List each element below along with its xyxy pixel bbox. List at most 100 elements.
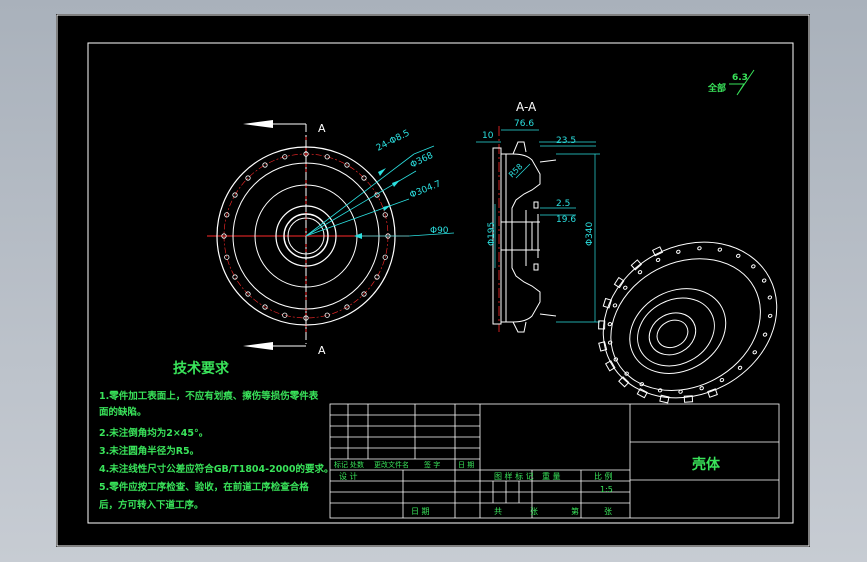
dim-d368: Φ368 <box>409 151 435 171</box>
revision-column-label: 处数 <box>350 461 364 469</box>
bolt-hole <box>282 312 288 318</box>
iso-hub-bore <box>656 319 689 349</box>
revision-column-label: 更改文件名 <box>374 461 409 469</box>
iso-bolt-hole <box>717 247 723 252</box>
dim-23-5: 23.5 <box>556 136 576 146</box>
iso-bolt-hole <box>657 388 663 393</box>
tech-requirement-line: 3.未注圆角半径为R5。 <box>99 446 200 457</box>
iso-bolt-hole <box>719 377 725 383</box>
sheet-unit-1: 张 <box>530 507 538 516</box>
iso-lug <box>707 388 718 398</box>
front-view: A A <box>207 120 455 357</box>
page-label: 第 <box>571 507 579 516</box>
front-leader-arrowheads <box>354 168 400 239</box>
dim-10: 10 <box>482 131 494 141</box>
bolt-hole <box>382 254 388 260</box>
iso-lug <box>659 394 670 404</box>
weight-label: 重 量 <box>542 472 561 481</box>
bolt-hole <box>224 212 230 218</box>
design-label: 设 计 <box>339 472 358 481</box>
dim-2-5: 2.5 <box>556 199 570 209</box>
drawing-canvas: 全部 6.3 <box>56 14 810 547</box>
iso-flange-inner <box>610 258 761 391</box>
front-hub-outer <box>275 205 337 267</box>
iso-back-rim <box>602 241 778 399</box>
bolt-hole <box>221 233 227 239</box>
iso-bolt-hole <box>613 357 619 362</box>
section-marker-top: A <box>318 122 326 135</box>
revision-column-label: 标记 <box>334 461 348 469</box>
dim-holes: 24-Φ8.5 <box>375 128 412 153</box>
iso-lugs <box>598 246 718 404</box>
iso-bolt-hole <box>624 371 629 376</box>
drawing-sheet: 全部 6.3 <box>56 14 810 547</box>
iso-lug <box>630 259 643 271</box>
front-hub-step <box>283 213 329 259</box>
bolt-hole <box>224 254 230 260</box>
iso-cup-inner <box>637 297 715 367</box>
iso-bolt-hole <box>607 322 613 327</box>
section-arrow-top: A <box>243 120 326 135</box>
iso-bolt-hole <box>623 285 628 290</box>
bolt-hole <box>324 312 330 318</box>
iso-bolt-hole <box>655 257 661 263</box>
dim-r58: R58 <box>507 162 525 180</box>
iso-bolt-hole <box>639 382 645 387</box>
part-name: 壳体 <box>692 457 720 473</box>
bolt-hole <box>303 315 309 321</box>
title-block <box>329 403 780 519</box>
iso-bolt-hole <box>637 270 643 275</box>
iso-bolt-hole <box>751 264 756 269</box>
stage-label: 图 样 标 记 <box>494 472 534 481</box>
date-label: 日 期 <box>411 507 430 516</box>
dim-d304: Φ304.7 <box>408 179 442 201</box>
isometric-view <box>598 241 778 404</box>
bolt-hole <box>245 291 251 297</box>
iso-bolt-hole <box>737 365 743 370</box>
iso-lug <box>602 297 612 309</box>
iso-bolt-hole <box>761 278 767 283</box>
iso-bolt-hole <box>699 386 704 391</box>
iso-bolt-hole <box>735 253 741 258</box>
iso-lug <box>604 360 616 372</box>
section-dimension-lines <box>476 129 600 323</box>
iso-lug <box>683 395 694 403</box>
bolt-hole <box>382 212 388 218</box>
tech-requirement-line: 1.零件加工表面上，不应有划痕、擦伤等损伤零件表 <box>99 391 319 402</box>
iso-bolt-holes <box>607 246 773 394</box>
tech-requirement-line: 5.零件应按工序检查、验收，在前道工序检查合格 <box>99 482 309 493</box>
dim-d90: Φ90 <box>430 226 449 236</box>
bolt-hole <box>361 175 367 181</box>
roughness-value: 6.3 <box>732 73 748 83</box>
front-hub-bore <box>287 217 325 255</box>
iso-lug <box>598 320 606 330</box>
bolt-hole <box>374 274 380 280</box>
outer-frame <box>56 14 810 547</box>
bolt-hole <box>344 304 350 310</box>
revision-column-label: 日 期 <box>458 461 475 469</box>
section-view: A-A <box>476 100 600 333</box>
tech-requirement-line: 4.未注线性尺寸公差应符合GB/T1804-2000的要求。 <box>99 464 334 475</box>
scale-value: 1:5 <box>600 485 613 494</box>
dim-76-6: 76.6 <box>514 119 534 129</box>
iso-bolt-hole <box>762 332 768 337</box>
total-label: 共 <box>494 507 502 516</box>
iso-lug <box>651 246 664 257</box>
bolt-hole <box>232 274 238 280</box>
section-marker-bottom: A <box>318 344 326 357</box>
iso-bolt-hole <box>607 340 613 345</box>
section-arrow-bottom: A <box>243 342 326 357</box>
iso-bolt-hole <box>752 350 757 355</box>
bolt-hole <box>303 151 309 157</box>
iso-bolt-hole <box>676 249 681 254</box>
bolt-hole-group <box>221 151 391 321</box>
iso-cup <box>629 288 727 374</box>
inner-frame <box>87 42 794 524</box>
dim-d195: Φ195 <box>487 222 497 246</box>
tech-requirement-line: 面的缺陷。 <box>99 407 147 418</box>
bolt-hole <box>245 175 251 181</box>
bolt-hole <box>232 192 238 198</box>
iso-hub-outer <box>648 312 697 356</box>
bolt-hole <box>262 304 268 310</box>
